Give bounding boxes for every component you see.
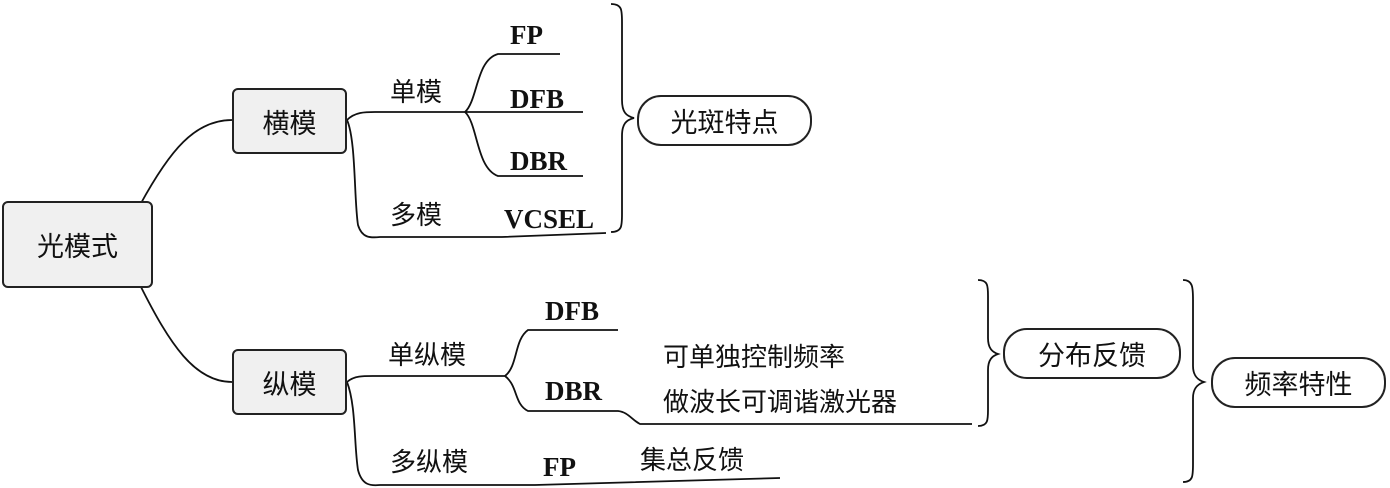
- multi-transverse-mode-label: 多模: [390, 201, 443, 231]
- connector-slm-dfb: [504, 329, 618, 377]
- single-longitudinal-mode-label: 单纵模: [388, 341, 467, 371]
- longitudinal-mode-node: 纵模: [232, 349, 347, 415]
- laser-type-dbr-transverse: DBR: [510, 146, 568, 176]
- connector-longitudinal-multi: [346, 381, 781, 487]
- frequency-characteristic-node: 频率特性: [1211, 357, 1386, 408]
- multi-longitudinal-mode-label: 多纵模: [390, 448, 469, 478]
- brace-distributed-feedback: [977, 279, 1001, 427]
- note-line-frequency-control: 可单独控制频率: [663, 343, 846, 373]
- laser-type-dfb-transverse: DFB: [510, 84, 564, 114]
- laser-type-fp-transverse: FP: [510, 20, 543, 50]
- connector-single-dbr: [464, 111, 583, 177]
- laser-type-dfb-longitudinal: DFB: [545, 296, 599, 326]
- laser-type-dbr-longitudinal: DBR: [545, 376, 603, 406]
- distributed-feedback-node: 分布反馈: [1003, 328, 1181, 379]
- connector-root-transverse: [139, 119, 233, 206]
- laser-type-fp-longitudinal: FP: [543, 452, 576, 482]
- note-line-tunable-laser: 做波长可调谐激光器: [663, 388, 898, 418]
- connector-transverse-single: [346, 111, 465, 121]
- brace-transverse: [610, 3, 635, 233]
- connector-longitudinal-single: [346, 375, 505, 383]
- connector-root-longitudinal: [139, 284, 233, 383]
- laser-type-vcsel: VCSEL: [504, 204, 595, 234]
- connector-single-fp: [464, 53, 560, 113]
- transverse-mode-node: 横模: [232, 88, 347, 154]
- lumped-feedback-label: 集总反馈: [640, 446, 745, 476]
- connector-transverse-multi: [346, 119, 607, 239]
- root-node: 光模式: [2, 201, 153, 288]
- connector-slm-dbr: [504, 375, 972, 425]
- spot-characteristic-node: 光斑特点: [637, 95, 812, 146]
- brace-frequency: [1182, 279, 1207, 483]
- single-transverse-mode-label: 单模: [390, 78, 443, 108]
